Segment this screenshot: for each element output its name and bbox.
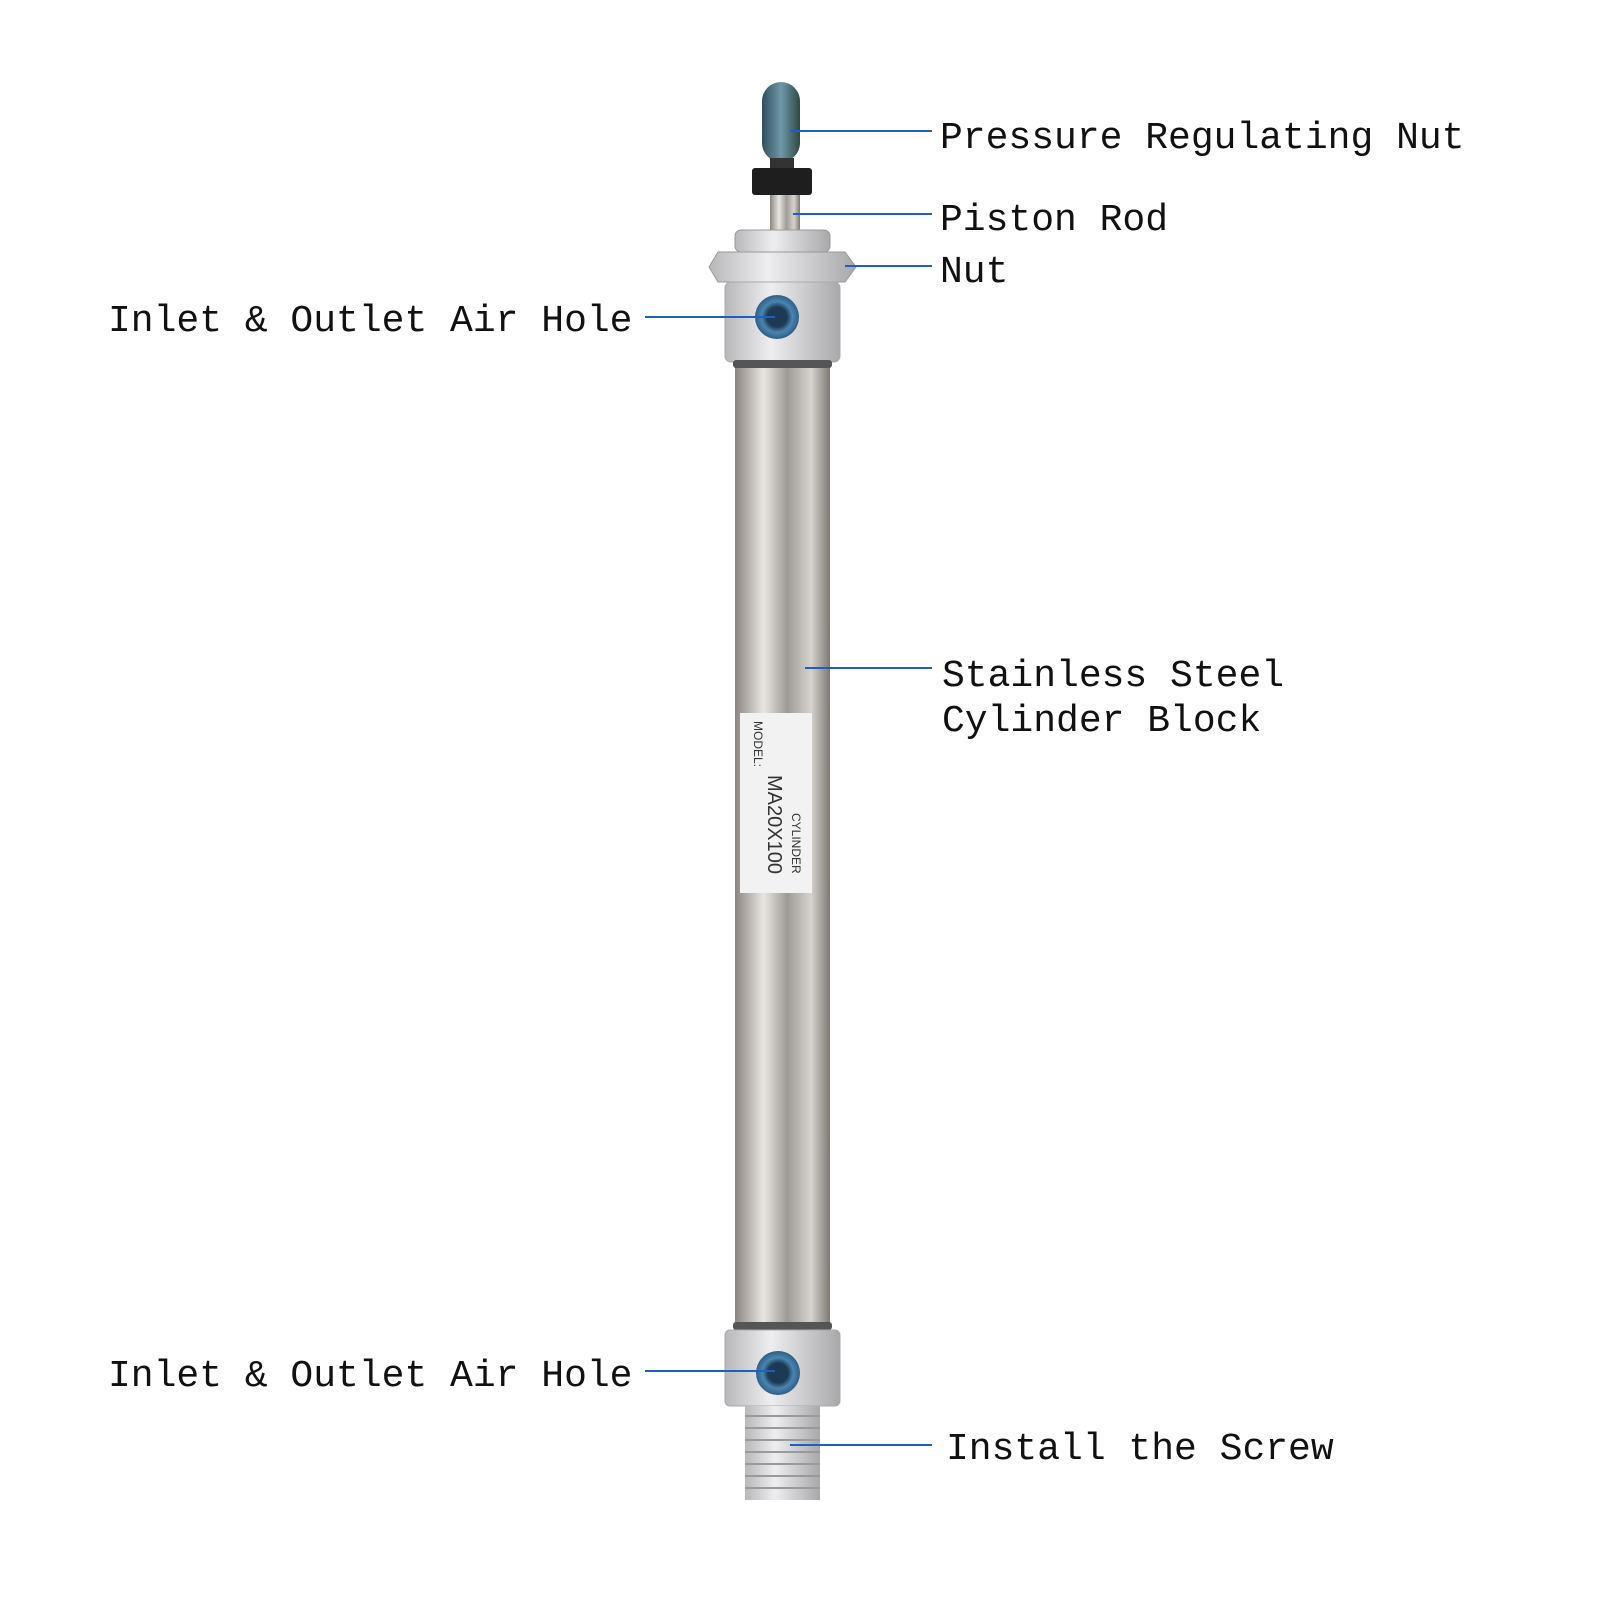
label-air-hole-bottom: Inlet & Outlet Air Hole (108, 1355, 633, 1398)
hex-nut (708, 251, 857, 283)
label-air-hole-top: Inlet & Outlet Air Hole (108, 300, 633, 343)
cap-thread (770, 158, 794, 170)
lock-nut (752, 168, 812, 195)
head-thread (734, 229, 831, 253)
label-cylinder-block-line2: Cylinder Block (942, 700, 1261, 743)
label-cylinder-block-line1: Stainless Steel (942, 655, 1284, 698)
callout-labels: Pressure Regulating Nut Piston Rod Nut I… (108, 117, 1465, 1471)
product-tag (740, 713, 812, 893)
label-nut: Nut (940, 251, 1008, 294)
tube-ring-bottom (733, 1322, 832, 1330)
leader-lines (645, 130, 932, 1446)
top-air-hole (755, 295, 799, 339)
label-piston-rod: Piston Rod (940, 199, 1168, 242)
tube-ring-top (733, 360, 832, 368)
screw-threads (745, 1415, 820, 1489)
tag-model: MA20X100 (763, 775, 785, 874)
bottom-air-hole (756, 1351, 800, 1395)
pressure-regulating-nut-cap (762, 82, 800, 162)
label-pressure-regulating-nut: Pressure Regulating Nut (940, 117, 1465, 160)
label-install-screw: Install the Screw (946, 1428, 1334, 1471)
tag-type: CYLINDER (789, 813, 803, 874)
cylinder-illustration: MODEL: MA20X100 CYLINDER (708, 82, 857, 1500)
tag-model-label: MODEL: (751, 721, 765, 767)
